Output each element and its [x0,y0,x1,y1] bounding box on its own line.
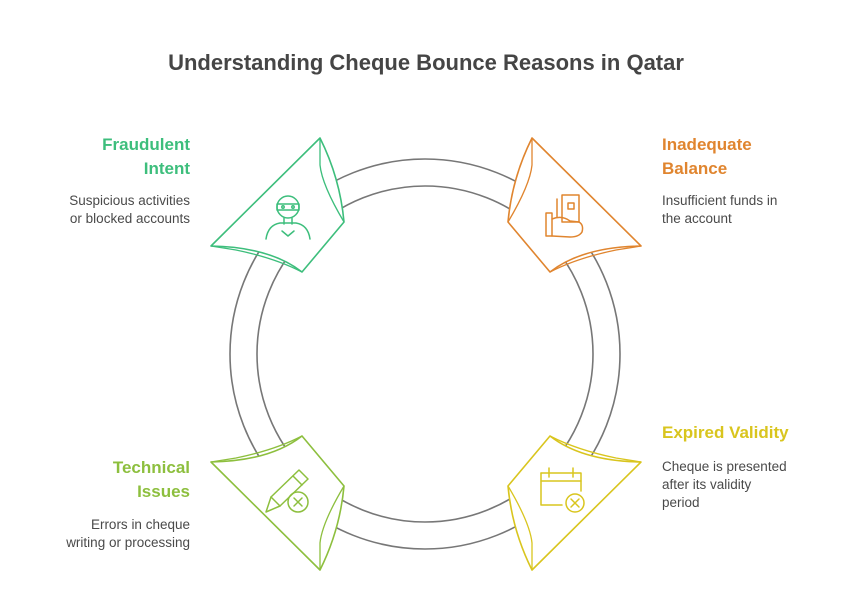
expired-desc-line2: after its validity [662,477,752,492]
balance-title-line2: Balance [662,159,728,178]
expired-description: Cheque is presented after its validity p… [662,458,837,512]
pencil-error-icon [265,469,309,513]
calendar-cancel-icon [540,467,585,513]
cycle-ring-inner [256,185,594,523]
fraud-desc-line1: Suspicious activities [69,193,190,208]
hand-with-money-icon [545,194,584,238]
technical-desc-line1: Errors in cheque [90,517,190,532]
balance-title: Inadequate Balance [662,133,832,181]
fraud-title-line1: Fraudulent [102,135,190,154]
technical-desc-line2: writing or processing [66,535,190,550]
masked-thief-icon [265,195,311,240]
balance-title-line1: Inadequate [662,135,752,154]
technical-title: Technical Issues [40,456,190,504]
fraud-title: Fraudulent Intent [40,133,190,181]
balance-desc-line2: the account [662,211,732,226]
fraud-title-line2: Intent [143,159,190,178]
technical-title-line2: Issues [137,482,190,501]
expired-desc-line3: period [662,495,700,510]
diagram-title: Understanding Cheque Bounce Reasons in Q… [168,50,684,75]
balance-desc-line1: Insufficient funds in [662,193,778,208]
fraud-description: Suspicious activities or blocked account… [20,192,190,228]
fraud-desc-line2: or blocked accounts [69,211,190,226]
technical-title-line1: Technical [112,458,190,477]
technical-description: Errors in cheque writing or processing [20,516,190,552]
expired-desc-line1: Cheque is presented [662,459,787,474]
expired-title: Expired Validity [662,421,842,445]
balance-description: Insufficient funds in the account [662,192,837,228]
cycle-ring [229,158,621,550]
expired-title-line1: Expired Validity [662,423,789,442]
